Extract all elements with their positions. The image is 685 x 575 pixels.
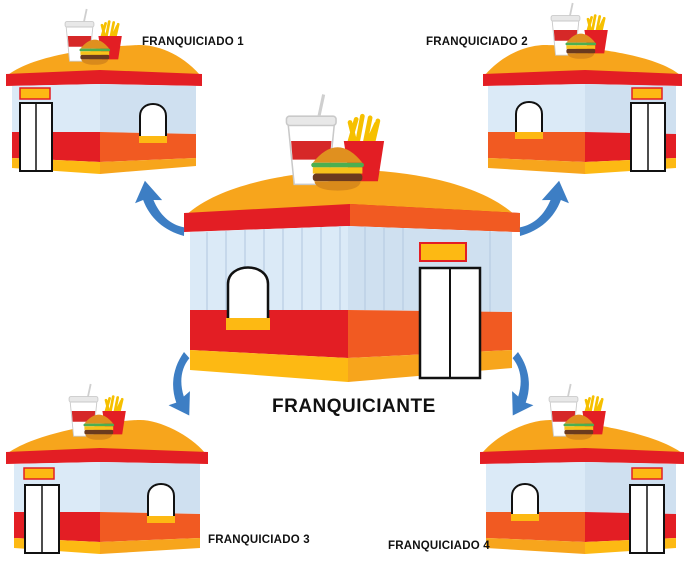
store-4-food-topper — [547, 382, 608, 442]
store-1-food-topper — [63, 7, 124, 67]
curved-arrow-icon — [131, 175, 186, 244]
store-1-icon — [6, 45, 202, 174]
center-food-topper — [286, 95, 384, 191]
curved-arrow-icon — [518, 175, 573, 244]
store-4-icon — [480, 420, 684, 554]
store-3-food-topper — [67, 382, 128, 442]
label-franquiciado-3: FRANQUICIADO 3 — [208, 534, 310, 546]
label-franquiciado-2: FRANQUICIADO 2 — [426, 36, 528, 48]
store-2-food-topper — [549, 1, 610, 61]
store-2-icon — [483, 45, 682, 174]
label-franquiciante: FRANQUICIANTE — [272, 396, 436, 417]
store-3-icon — [6, 420, 208, 554]
center-store-icon — [184, 170, 520, 382]
label-franquiciado-4: FRANQUICIADO 4 — [388, 540, 490, 552]
label-franquiciado-1: FRANQUICIADO 1 — [142, 36, 244, 48]
